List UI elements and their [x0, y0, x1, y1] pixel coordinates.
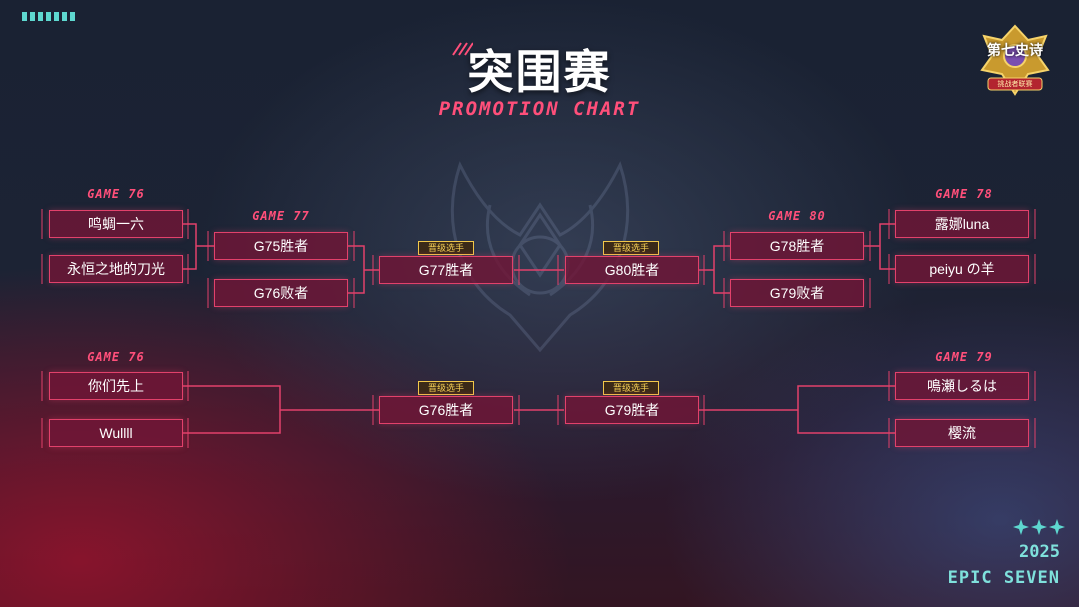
player-slot: 你们先上: [49, 372, 183, 400]
player-slot: 露娜luna: [895, 210, 1029, 238]
promoted-slot-g79: G79胜者: [565, 396, 699, 424]
winner-slot-g78: G78胜者: [730, 232, 864, 260]
loser-slot-g76: G76败者: [214, 279, 348, 307]
game-80-label: GAME 80: [768, 209, 826, 223]
promotion-badge: 晋级选手: [418, 241, 474, 255]
player-slot: peiyu の羊: [895, 255, 1029, 283]
stars-icon: [1013, 519, 1065, 535]
title-slash-icon: [452, 42, 473, 56]
corner-decoration: [22, 12, 75, 21]
brand-name: EPIC SEVEN: [947, 568, 1060, 588]
promotion-badge: 晋级选手: [603, 241, 659, 255]
promoted-slot-g76: G76胜者: [379, 396, 513, 424]
player-slot: 永恒之地的刀光: [49, 255, 183, 283]
promoted-slot-g77: G77胜者: [379, 256, 513, 284]
winner-slot-g75: G75胜者: [214, 232, 348, 260]
player-slot: 樱流: [895, 419, 1029, 447]
promotion-badge: 晋级选手: [418, 381, 474, 395]
player-slot: Wullll: [49, 419, 183, 447]
loser-slot-g79: G79败者: [730, 279, 864, 307]
page-title: 突围赛: [467, 45, 612, 99]
event-year: 2025: [1019, 542, 1060, 562]
promoted-slot-g80: G80胜者: [565, 256, 699, 284]
promotion-badge: 晋级选手: [603, 381, 659, 395]
page-subtitle: PROMOTION CHART: [438, 98, 641, 120]
game-76-label: GAME 76: [87, 350, 145, 364]
crest-icon: [980, 24, 1050, 96]
game-76-label: GAME 76: [87, 187, 145, 201]
game-77-label: GAME 77: [252, 209, 310, 223]
game-79-label: GAME 79: [935, 350, 993, 364]
player-slot: 鸣蜩一六: [49, 210, 183, 238]
logo-text: 第七史诗: [987, 43, 1043, 59]
player-slot: 鳴瀬しるは: [895, 372, 1029, 400]
game-78-label: GAME 78: [935, 187, 993, 201]
epic-seven-logo: 第七史诗 挑战者联赛: [972, 22, 1058, 98]
logo-subtext: 挑战者联赛: [997, 81, 1033, 88]
